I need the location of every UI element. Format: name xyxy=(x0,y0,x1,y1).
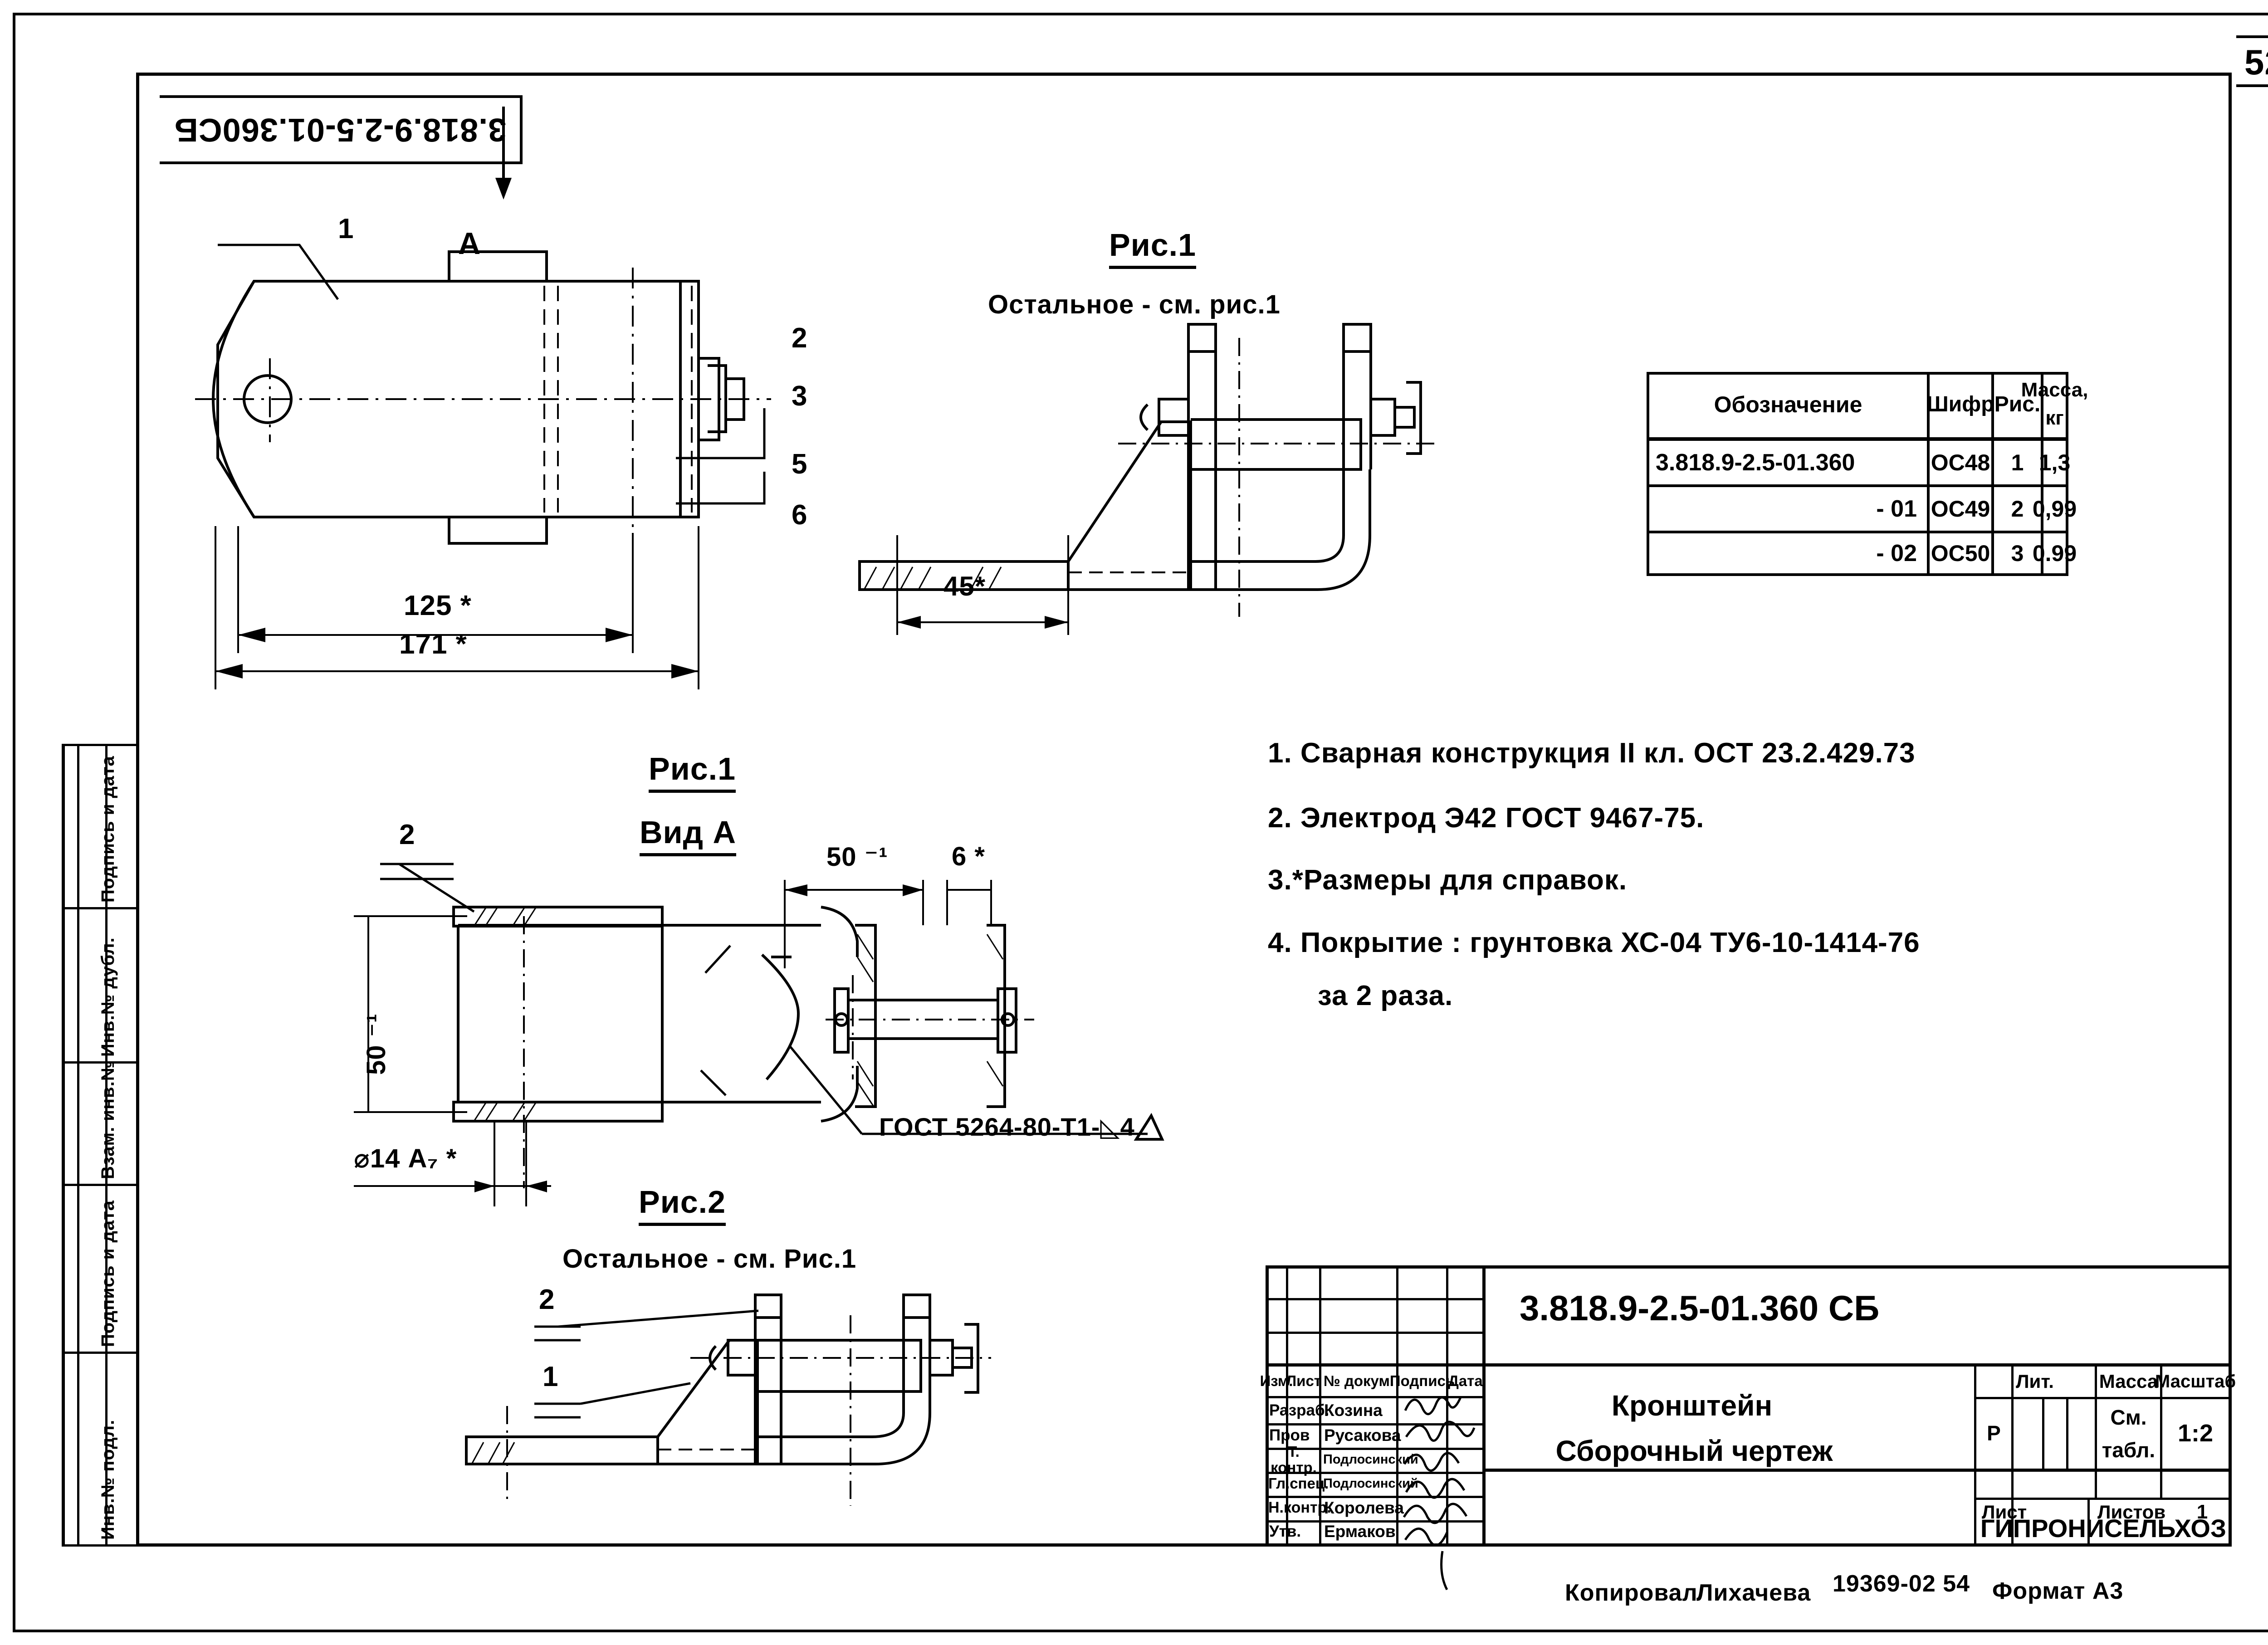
lit-header: Лит. xyxy=(2016,1370,2054,1392)
side-div-6 xyxy=(62,1544,138,1547)
spec-row-1-fig: 2 xyxy=(2011,496,2024,522)
frame-outer-top xyxy=(13,13,2268,15)
role-1-label: Пров xyxy=(1269,1426,1310,1444)
fig2-callout-2: 2 xyxy=(539,1284,555,1315)
fig2-title: Рис.2 xyxy=(639,1184,726,1226)
side-div-3 xyxy=(62,1061,138,1064)
side-column-inner-left xyxy=(77,744,79,1547)
spec-table-mass-col-divider xyxy=(2041,372,2043,576)
fig1-mid-dim-50-top: 50 ⁻¹ xyxy=(826,842,888,872)
fig1-mid-dim-6: 6 * xyxy=(952,842,985,871)
rev-header-list: Лист xyxy=(1286,1372,1321,1389)
page-number-box-top xyxy=(2236,35,2268,38)
fig1-top-right-title: Рис.1 xyxy=(1109,227,1197,269)
spec-row-0-mass: 1,3 xyxy=(2038,449,2071,475)
spec-row-1-code: ОС49 xyxy=(1931,496,1990,522)
scale-header: Масштаб xyxy=(2155,1372,2236,1391)
spec-row-0-code: ОС48 xyxy=(1931,449,1990,475)
frame-inner-right xyxy=(2229,73,2232,1547)
side-div-5 xyxy=(62,1352,138,1354)
rev-header-date: Дата xyxy=(1448,1372,1483,1389)
spec-row-1-designation: - 01 xyxy=(1876,495,1917,522)
fig1-top-right-subtitle: Остальное - см. рис.1 xyxy=(988,290,1281,319)
title-doc-type: Сборочный чертеж xyxy=(1555,1435,1833,1468)
frame-inner-bottom xyxy=(136,1543,2232,1547)
note-4: 4. Покрытие : грунтовка ХС-04 ТУ6-10-141… xyxy=(1268,927,1920,958)
page-number-box-bottom xyxy=(2236,84,2268,87)
role-4-name: Королева xyxy=(1324,1498,1404,1517)
side-column-outer-left xyxy=(62,744,65,1547)
sheets-value: 1 xyxy=(2196,1500,2208,1523)
title-block: Изм. Лист № докум. Подпись Дата Разраб. … xyxy=(1260,1265,2236,1547)
side-div-4 xyxy=(62,1184,138,1186)
spec-row-2-fig: 3 xyxy=(2011,540,2024,566)
note-1: 1. Сварная конструкция II кл. ОСТ 23.2.4… xyxy=(1268,737,1916,769)
fig1-dim-171: 171 * xyxy=(399,629,467,660)
copied-by-name: Лихачева xyxy=(1696,1580,1811,1606)
role-0-name: Козина xyxy=(1324,1401,1383,1420)
rev-header-doc: № докум. xyxy=(1323,1372,1394,1389)
fig2-subtitle: Остальное - см. Рис.1 xyxy=(562,1244,857,1274)
side-div-2 xyxy=(62,907,138,909)
page-number: 52 xyxy=(2244,42,2268,82)
fig1-dim-125: 125 * xyxy=(404,590,472,621)
sheet-label: Лист xyxy=(1982,1501,2027,1523)
title-designation: 3.818.9-2.5-01.360 СБ xyxy=(1520,1288,1880,1328)
frame-outer-left xyxy=(13,13,15,1632)
note-3: 3.*Размеры для справок. xyxy=(1268,864,1628,896)
spec-row-0-designation: 3.818.9-2.5-01.360 xyxy=(1656,449,1855,476)
role-5-label: Утв. xyxy=(1269,1523,1301,1541)
mass-value-line1: См. xyxy=(2110,1405,2147,1429)
fig1-callout-1: 1 xyxy=(338,213,354,244)
title-product-name: Кронштейн xyxy=(1611,1389,1773,1422)
fig1-mid-dim-hole: ⌀14 А₇ * xyxy=(354,1144,457,1173)
fig1-callout-3: 3 xyxy=(792,381,808,412)
fig1-callout-2: 2 xyxy=(792,322,808,354)
lit-value: Р xyxy=(1987,1421,2001,1445)
fig2-callout-1: 1 xyxy=(543,1361,559,1392)
sheet-format: Формат А3 xyxy=(1992,1578,2124,1604)
note-2: 2. Электрод Э42 ГОСТ 9467-75. xyxy=(1268,802,1705,834)
fig1-callout-5: 5 xyxy=(792,449,808,480)
spec-row-2-designation: - 02 xyxy=(1876,540,1917,566)
stamp-box-top xyxy=(160,95,523,98)
copied-by-label: Копировал xyxy=(1565,1580,1698,1606)
side-div-1 xyxy=(62,744,138,746)
mass-header: Масса xyxy=(2099,1370,2158,1392)
side-column-inner-right xyxy=(105,744,108,1547)
stamp-box-bottom xyxy=(160,161,523,164)
spec-header-mass-2: кг xyxy=(2045,406,2064,429)
copy-code: 19369-02 54 xyxy=(1833,1571,1970,1597)
role-3-label: Гл.спец. xyxy=(1268,1475,1329,1492)
spec-header-fig: Рис. xyxy=(1994,392,2041,416)
spec-header-designation: Обозначение xyxy=(1714,391,1862,417)
stamp-box-right xyxy=(520,95,523,164)
role-5-name: Ермаков xyxy=(1324,1522,1396,1541)
scale-value: 1:2 xyxy=(2177,1419,2214,1447)
fig1-mid-view-title: Вид А xyxy=(640,814,737,856)
spec-row-2-code: ОС50 xyxy=(1931,540,1990,566)
sheets-label: Листов xyxy=(2097,1501,2166,1523)
fig1-mid-callout-2: 2 xyxy=(399,819,415,850)
fig1-mid-title: Рис.1 xyxy=(649,751,736,793)
mass-value-line2: табл. xyxy=(2102,1438,2156,1462)
fig1-view-arrow-label: А xyxy=(458,226,481,261)
fig1-top-right-dim-45: 45* xyxy=(943,571,986,601)
frame-inner-top xyxy=(136,73,2232,76)
rev-header-sign: Подпись xyxy=(1389,1372,1455,1389)
frame-outer-bottom xyxy=(13,1630,2268,1632)
spec-row-0-fig: 1 xyxy=(2011,449,2024,475)
fig1-mid-weld-note: ГОСТ 5264-80-Т1-◺4 xyxy=(879,1113,1135,1141)
fig1-callout-6: 6 xyxy=(792,499,808,531)
spec-table: Обозначение Шифр Рис. Масса, кг 3.818.9-… xyxy=(1647,372,2088,576)
note-4-cont: за 2 раза. xyxy=(1318,980,1453,1011)
role-1-name: Русакова xyxy=(1324,1425,1401,1445)
side-column-outer-right xyxy=(136,744,138,1547)
organization-name: ГИПРОНИСЕЛЬХОЗ xyxy=(1980,1513,2227,1542)
spec-header-code: Шифр xyxy=(1926,392,1994,416)
